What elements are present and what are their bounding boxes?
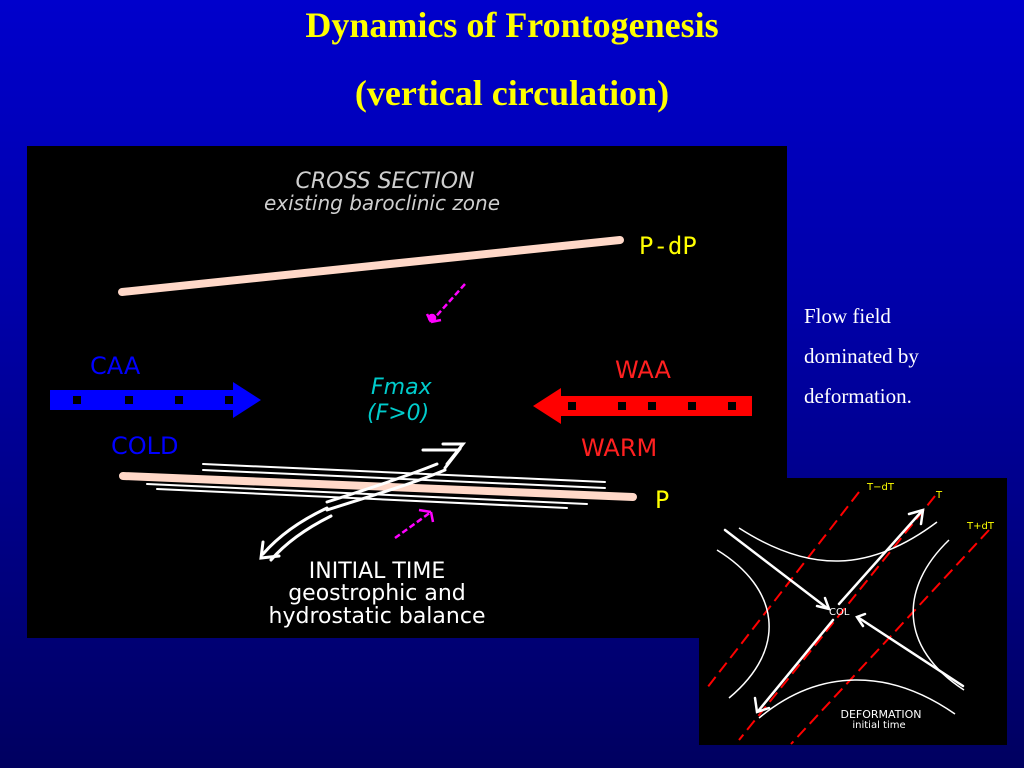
- upper-isobar-label: P-dP: [639, 232, 697, 260]
- cold-region-label: COLD: [111, 432, 179, 460]
- cross-section-subheading: existing baroclinic zone: [264, 191, 500, 215]
- cross-section-footer-line2: geostrophic and: [288, 581, 466, 606]
- slide-title-line1: Dynamics of Frontogenesis: [305, 5, 719, 45]
- cross-section-diagram: CROSS SECTION existing baroclinic zone P…: [27, 146, 787, 638]
- fmax-condition: (F>0): [367, 401, 429, 426]
- lower-divergence-mark: [394, 508, 435, 540]
- cross-section-footer-line3: hydrostatic balance: [269, 604, 486, 629]
- cross-section-heading: CROSS SECTION: [295, 169, 474, 194]
- caption-line1: Flow field: [804, 304, 891, 328]
- isotherm-mid-label: T: [935, 490, 943, 501]
- isotherm-minus-label: T−dT: [866, 482, 895, 493]
- isotherm-lines: [706, 491, 990, 745]
- warm-advection-arrow: [533, 388, 752, 424]
- slide-title-line2: (vertical circulation): [354, 73, 670, 113]
- upper-convergence-mark: [425, 283, 466, 324]
- deformation-footer-line1: DEFORMATION: [840, 708, 921, 721]
- fmax-label: Fmax: [371, 375, 433, 400]
- caa-label: CAA: [90, 352, 141, 380]
- deformation-diagram: T−dT T T+dT COL DEFORMATION initial time: [699, 478, 1007, 745]
- deformation-svg: T−dT T T+dT COL DEFORMATION initial time: [706, 482, 995, 745]
- deformation-footer-line2: initial time: [852, 720, 905, 731]
- warm-region-label: WARM: [581, 434, 657, 462]
- cross-section-footer-line1: INITIAL TIME: [309, 559, 445, 584]
- upper-isobar-line: [118, 236, 624, 296]
- deformation-axis-arrows: [723, 508, 965, 714]
- caption-line2: dominated by: [804, 344, 919, 368]
- vertical-circulation-arrows: [259, 442, 467, 562]
- slide-caption: Flow field dominated by deformation.: [804, 296, 994, 416]
- cold-advection-arrow: [50, 382, 261, 418]
- isotherm-plus-label: T+dT: [966, 521, 995, 532]
- cross-section-svg: CROSS SECTION existing baroclinic zone P…: [50, 169, 752, 629]
- lower-isobar-label: P: [655, 486, 669, 514]
- col-label: COL: [829, 607, 850, 618]
- waa-label: WAA: [615, 356, 672, 384]
- caption-line3: deformation.: [804, 384, 912, 408]
